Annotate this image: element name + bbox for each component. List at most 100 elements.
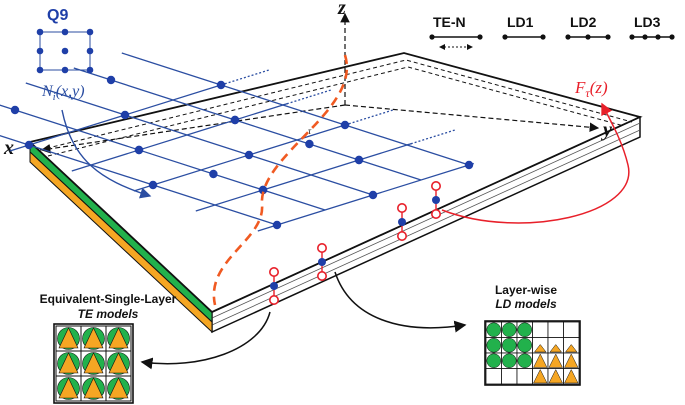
esl-orange-triangle <box>83 352 104 374</box>
mesh-node <box>216 80 226 90</box>
legend-ld3-dot <box>655 34 661 40</box>
lw-frame <box>484 320 581 386</box>
mesh-extension <box>282 89 332 106</box>
lw-open-node <box>430 209 441 220</box>
dashed-edge <box>47 66 625 157</box>
mesh-node <box>230 115 240 125</box>
legend-ld3-dot <box>642 34 648 40</box>
thickness-function-label: Fτ(z) <box>574 78 608 100</box>
z-axis-label: z <box>337 0 346 19</box>
mesh-line <box>9 82 226 152</box>
tau-mark: τ <box>308 126 312 136</box>
lw-green-circle <box>517 353 532 368</box>
lw-green-circle <box>517 322 532 337</box>
lw-green-circle <box>502 338 517 353</box>
esl-orange-triangle <box>58 377 79 399</box>
layerwise-nodes <box>268 181 441 305</box>
lw-orange-triangle <box>533 368 548 384</box>
q9-node <box>86 66 94 74</box>
esl-orange-triangle <box>58 352 79 374</box>
esl-orange-triangle <box>108 352 129 374</box>
mesh-line <box>25 82 374 196</box>
lw-open-node <box>268 266 279 277</box>
lw-green-circle <box>486 338 501 353</box>
esl-arrow <box>140 311 271 370</box>
lw-cell <box>516 368 533 385</box>
lw-orange-triangle <box>564 368 579 384</box>
legend-ld3-dot <box>669 34 675 40</box>
legend-ld2-dot <box>605 34 611 40</box>
lw-orange-triangle <box>564 344 578 353</box>
mesh-node <box>244 150 254 160</box>
mesh-line <box>195 142 412 212</box>
x-axis-line <box>40 104 346 154</box>
esl-orange-triangle <box>58 327 79 349</box>
lw-green-circle <box>486 353 501 368</box>
lw-open-node <box>316 270 327 281</box>
lw-arrow <box>334 271 467 333</box>
legend-ld3-dot <box>629 34 635 40</box>
thickness-function: Fτ(z) <box>441 78 630 224</box>
esl-subtitle: TE models <box>78 307 139 321</box>
lw-open-node <box>396 203 407 214</box>
q9-node <box>61 47 69 55</box>
q9-node <box>86 47 94 55</box>
lw-orange-triangle <box>548 353 563 368</box>
layer-line <box>211 122 641 319</box>
mesh-node <box>368 190 378 200</box>
lw-filled-node <box>432 196 440 204</box>
q9-node <box>36 66 44 74</box>
layer-line <box>211 129 641 326</box>
legend-ld1-dot <box>540 34 546 40</box>
mesh-line <box>71 102 288 172</box>
lw-orange-triangle <box>549 344 563 353</box>
fe-mesh <box>0 52 474 232</box>
q9-node <box>86 28 94 36</box>
legend: TE-N LD1 LD2 LD3 <box>429 14 675 50</box>
lw-open-node <box>430 181 441 192</box>
q9-element: Q9 Ni(x,y) <box>36 7 152 199</box>
mesh-node <box>272 220 282 230</box>
esl-title: Equivalent-Single-Layer <box>40 292 177 306</box>
legend-ld2-dot <box>565 34 571 40</box>
mesh-node <box>258 185 268 195</box>
mesh-extension <box>344 109 394 126</box>
mesh-node <box>340 120 350 130</box>
mesh-line <box>133 122 350 192</box>
q9-node <box>36 28 44 36</box>
q9-node <box>61 66 69 74</box>
legend-te-n-dot <box>477 34 483 40</box>
mesh-node <box>305 139 314 149</box>
lw-green-circle <box>502 353 517 368</box>
lw-cell <box>501 368 518 385</box>
q9-shape-function: Ni(x,y) <box>41 83 85 103</box>
mesh-node <box>106 75 116 85</box>
esl-panel: Equivalent-Single-Layer TE models <box>40 292 271 404</box>
lw-subtitle: LD models <box>495 297 557 311</box>
lw-cell <box>485 368 502 385</box>
mesh-line <box>0 134 278 226</box>
lw-orange-triangle <box>548 368 563 384</box>
lw-open-node <box>316 243 327 254</box>
q9-to-mesh-arrow <box>61 109 152 199</box>
lw-panel: Layer-wise LD models <box>334 271 581 386</box>
legend-te-n-label: TE-N <box>433 14 466 30</box>
dashed-edge <box>39 59 633 151</box>
mesh-node <box>464 160 474 170</box>
lw-cell <box>563 321 580 338</box>
esl-orange-triangle <box>83 327 104 349</box>
legend-ld2-dot <box>585 34 591 40</box>
lw-filled-node <box>270 282 278 290</box>
mesh-line <box>73 67 422 181</box>
lw-cell <box>532 321 549 338</box>
y-axis-label: y <box>601 119 612 141</box>
lw-green-circle <box>486 322 501 337</box>
q9-node <box>36 47 44 55</box>
lw-green-circle <box>502 322 517 337</box>
mesh-line <box>121 52 470 166</box>
mesh-extension <box>220 69 270 86</box>
mesh-node <box>134 145 144 155</box>
axes: x y z <box>3 0 612 159</box>
lw-cell <box>547 321 564 338</box>
